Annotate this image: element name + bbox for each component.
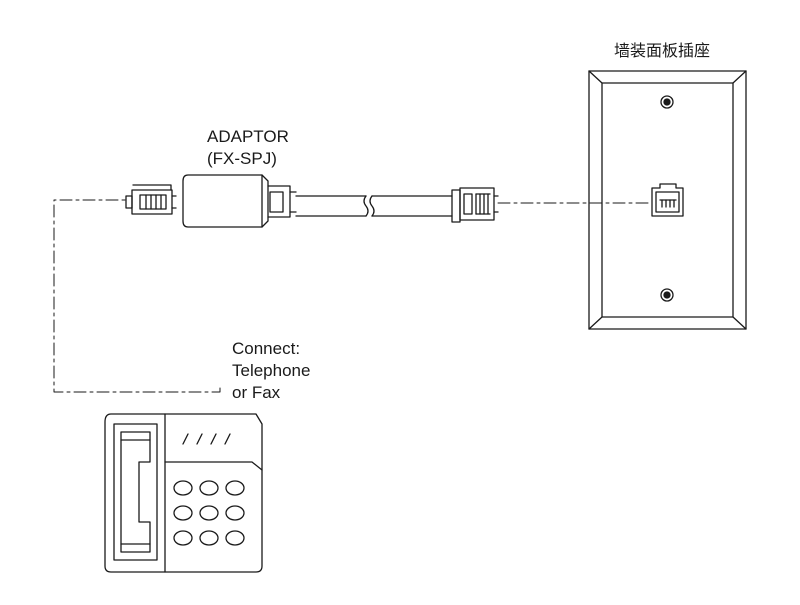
desk-telephone <box>104 413 263 573</box>
phone-keypad <box>173 480 245 546</box>
rj11-plug-right <box>451 187 499 223</box>
connect-label-line2: Telephone <box>232 361 311 380</box>
adaptor-body <box>182 174 297 228</box>
wall-jack-socket <box>651 183 684 217</box>
connection-lines <box>53 199 653 393</box>
wall-plate-screw-top <box>660 95 674 109</box>
phone-display-marks <box>182 433 231 445</box>
telephone-cable <box>295 195 453 217</box>
rj11-plug-left <box>125 184 177 215</box>
phone-handset <box>113 423 158 561</box>
adaptor-label: ADAPTOR <box>207 127 289 146</box>
wall-plate-label: 墙装面板插座 <box>614 41 711 60</box>
connect-label-line1: Connect: <box>232 339 301 358</box>
wall-plate-screw-bottom <box>660 288 674 302</box>
adaptor-model-label: (FX-SPJ) <box>207 149 277 168</box>
wall-plate <box>588 70 747 330</box>
phone-line-to-adaptor <box>53 199 221 393</box>
connect-label-line3: or Fax <box>232 383 281 402</box>
phone-keypad-panel <box>164 461 263 471</box>
